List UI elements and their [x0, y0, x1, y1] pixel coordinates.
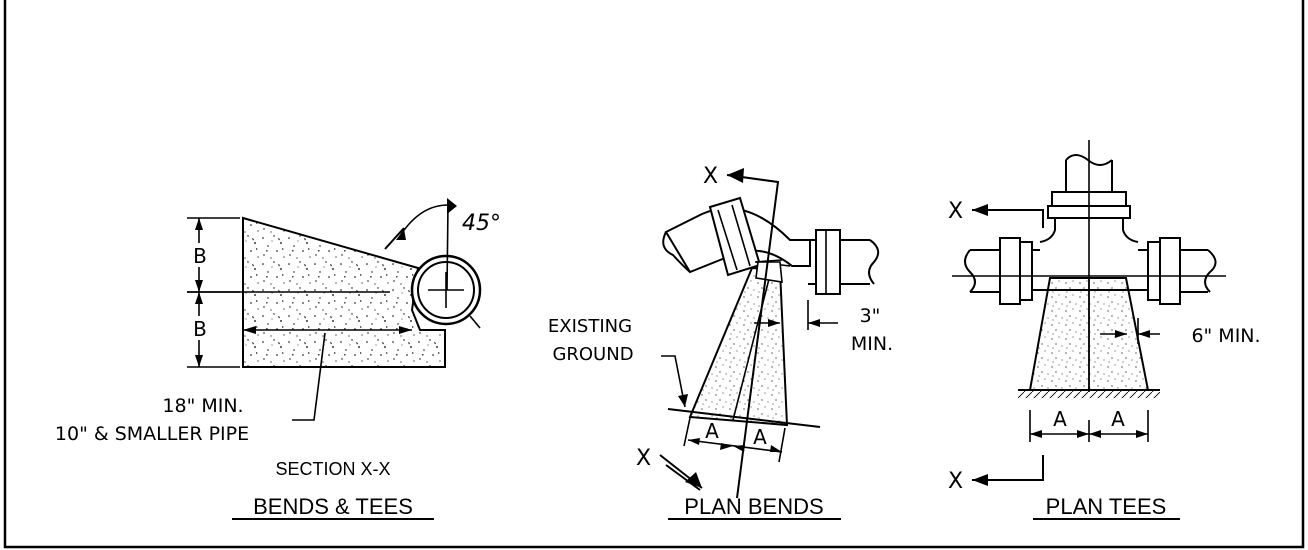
plan-bends: X X EXISTING GROUND 3" MIN. A A PLAN BEN…	[548, 164, 893, 520]
title-plan-bends: PLAN BENDS	[684, 494, 823, 519]
cut-x-bottom-tees: X	[948, 469, 963, 494]
cut-x-top-bends: X	[703, 164, 718, 189]
cut-x-top-tees: X	[948, 199, 963, 224]
title-bends-tees: BENDS & TEES	[253, 494, 413, 519]
plan-tees: X X 6" MIN. A A PLAN TEES	[948, 140, 1261, 520]
cut-x-bottom-bends: X	[636, 446, 651, 471]
sheet-border	[3, 0, 1305, 549]
dim-b-bottom: B	[193, 317, 207, 341]
note-10-smaller-pipe: 10" & SMALLER PIPE	[55, 423, 249, 445]
dim-a-right-tees: A	[1111, 407, 1125, 431]
section-bends-tees: B B 45° 18" MIN. 10" & SMALLER PIPE SECT…	[55, 198, 501, 520]
existing-label: EXISTING	[548, 316, 632, 337]
section-label: SECTION X-X	[275, 459, 390, 479]
ground-label: GROUND	[552, 344, 633, 365]
note-18-min: 18" MIN.	[162, 395, 243, 417]
title-plan-tees: PLAN TEES	[1046, 494, 1167, 519]
angle-label: 45°	[462, 211, 501, 236]
dim-a-left-bends: A	[705, 419, 719, 443]
clearance-3-min: MIN.	[851, 333, 893, 355]
clearance-6-label: 6" MIN.	[1191, 325, 1260, 347]
dim-a-left-tees: A	[1053, 407, 1067, 431]
clearance-3-label: 3"	[860, 305, 881, 327]
dim-a-right-bends: A	[753, 425, 767, 449]
dim-b-top: B	[193, 244, 207, 268]
